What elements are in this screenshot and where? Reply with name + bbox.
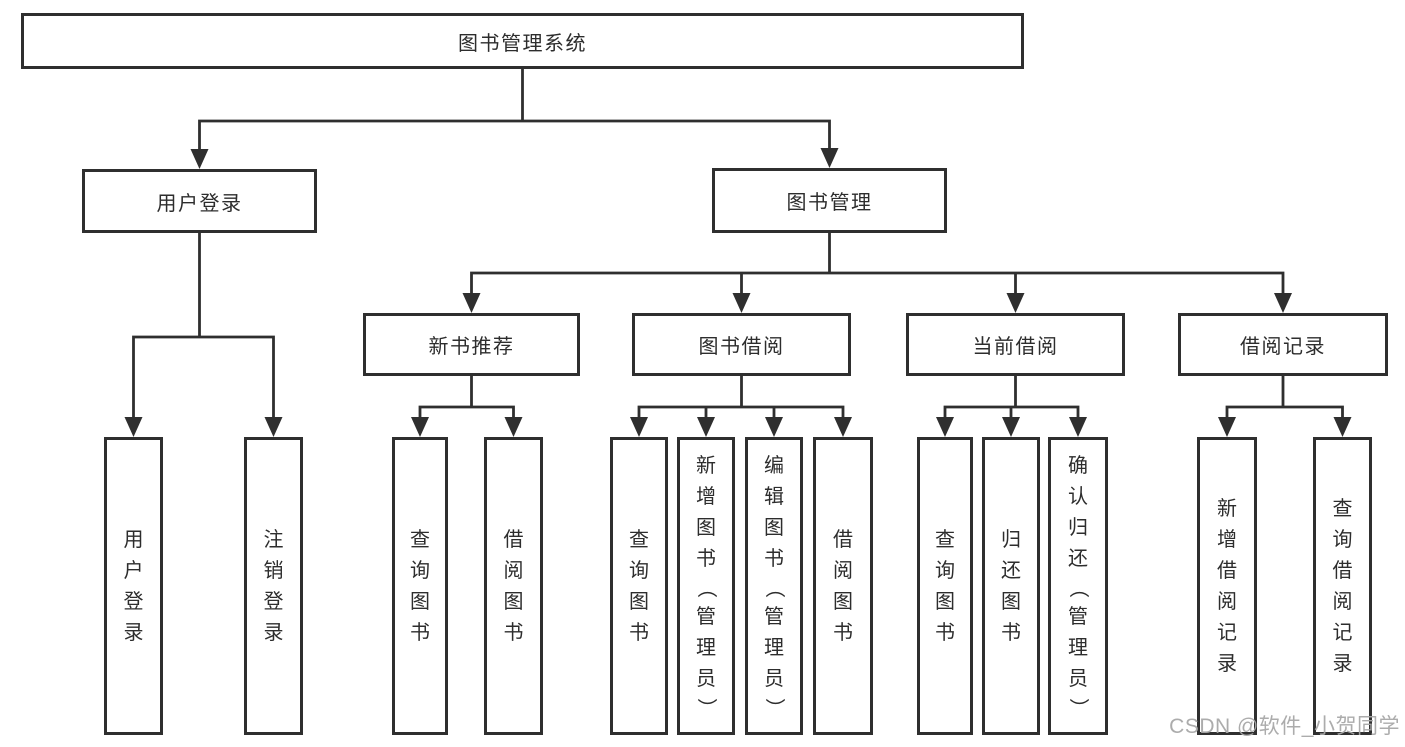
connector-book-borrowing-to-leaves [630, 376, 852, 437]
connector-user-login-to-leaves [124, 233, 283, 437]
node-leaf-rec-query-book-label: 查询图书 [410, 528, 430, 644]
node-leaf-cur-query-book: 查询图书 [917, 437, 973, 735]
node-leaf-cur-return-book: 归还图书 [982, 437, 1040, 735]
node-leaf-cur-return-book-label: 归还图书 [1001, 528, 1021, 644]
connector-borrowing-records-to-leaves [1218, 376, 1352, 437]
node-leaf-logout-label: 注销登录 [263, 528, 284, 644]
node-leaf-add-borrow-record-label: 新增借阅记录 [1217, 497, 1237, 675]
node-book-management: 图书管理 [712, 168, 947, 233]
node-leaf-bor-add-book-label: 新增图书（管理员） [695, 455, 717, 718]
node-root: 图书管理系统 [21, 13, 1024, 69]
node-new-book-recommend: 新书推荐 [363, 313, 580, 376]
connector-new-book-recommend-to-leaves [411, 376, 523, 437]
node-user-login: 用户登录 [82, 169, 317, 233]
node-book-management-label: 图书管理 [786, 192, 873, 214]
node-new-book-recommend-label: 新书推荐 [428, 336, 515, 358]
node-leaf-query-borrow-record-label: 查询借阅记录 [1332, 497, 1353, 675]
connector-current-borrowing-to-leaves [936, 376, 1087, 437]
node-current-borrowing-label: 当前借阅 [972, 336, 1059, 358]
node-current-borrowing: 当前借阅 [906, 313, 1125, 376]
node-leaf-logout: 注销登录 [244, 437, 303, 735]
node-user-login-label: 用户登录 [156, 192, 243, 215]
node-borrowing-records-label: 借阅记录 [1240, 336, 1326, 358]
node-leaf-bor-edit-book-label: 编辑图书（管理员） [763, 455, 785, 718]
node-leaf-bor-edit-book: 编辑图书（管理员） [745, 437, 803, 735]
node-leaf-login: 用户登录 [104, 437, 163, 735]
connector-book-management-to-level3 [462, 233, 1292, 313]
node-leaf-cur-confirm-return-label: 确认归还（管理员） [1067, 455, 1089, 718]
node-leaf-bor-borrow-book-label: 借阅图书 [833, 528, 853, 644]
node-leaf-bor-add-book: 新增图书（管理员） [677, 437, 735, 735]
node-leaf-rec-borrow-book: 借阅图书 [484, 437, 543, 735]
node-leaf-rec-borrow-book-label: 借阅图书 [503, 528, 524, 644]
node-leaf-bor-query-book-label: 查询图书 [629, 528, 649, 644]
node-leaf-login-label: 用户登录 [123, 528, 144, 644]
node-book-borrowing: 图书借阅 [632, 313, 851, 376]
node-leaf-bor-query-book: 查询图书 [610, 437, 668, 735]
node-leaf-cur-query-book-label: 查询图书 [935, 528, 955, 644]
node-root-label: 图书管理系统 [458, 32, 587, 55]
node-leaf-query-borrow-record: 查询借阅记录 [1313, 437, 1372, 735]
watermark: CSDN @软件_小贺同学 [1169, 715, 1400, 738]
node-leaf-cur-confirm-return: 确认归还（管理员） [1048, 437, 1108, 735]
node-leaf-add-borrow-record: 新增借阅记录 [1197, 437, 1257, 735]
node-leaf-rec-query-book: 查询图书 [392, 437, 448, 735]
connector-root-to-level2 [190, 69, 839, 169]
node-borrowing-records: 借阅记录 [1178, 313, 1388, 376]
node-leaf-bor-borrow-book: 借阅图书 [813, 437, 873, 735]
node-book-borrowing-label: 图书借阅 [698, 336, 785, 358]
